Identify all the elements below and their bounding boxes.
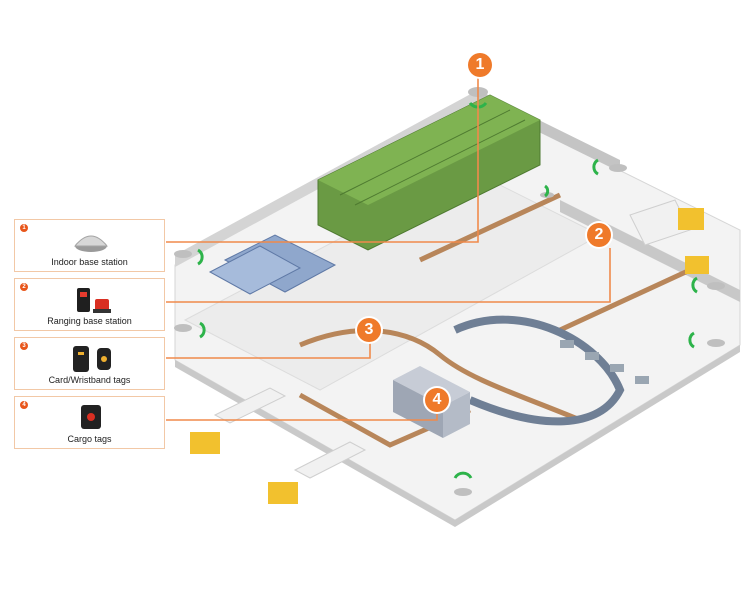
conveyor-right bbox=[558, 267, 692, 333]
truck-left-2 bbox=[268, 441, 367, 504]
truck-right-1 bbox=[629, 199, 704, 246]
callout-3: 3 bbox=[357, 318, 381, 342]
callout-1: 1 bbox=[468, 53, 492, 77]
leader-line-3 bbox=[166, 342, 371, 359]
office-building bbox=[393, 366, 470, 438]
dense-storage-block-2 bbox=[208, 245, 302, 295]
indoor-base-station-icon bbox=[73, 235, 109, 252]
dense-storage bbox=[208, 234, 337, 295]
spiral-sorter bbox=[453, 315, 625, 426]
card-wristband-tag-icon bbox=[73, 346, 111, 372]
conveyor-upper bbox=[418, 192, 562, 263]
legend-label: Card/Wristband tags bbox=[48, 375, 131, 385]
trucks bbox=[190, 199, 709, 504]
ranging-base-station-icon bbox=[77, 288, 111, 313]
legend-item-ranging-base-station: 2 Ranging base station bbox=[14, 278, 165, 331]
base-station-mid bbox=[540, 184, 554, 198]
leader-line-2 bbox=[166, 248, 611, 303]
leader-lines bbox=[166, 78, 611, 421]
base-station-left-2 bbox=[174, 321, 206, 339]
legend-label: Ranging base station bbox=[47, 316, 132, 326]
base-stations bbox=[174, 87, 725, 496]
callout-2: 2 bbox=[587, 223, 611, 247]
legend-number: 3 bbox=[20, 342, 28, 350]
truck-right-2 bbox=[685, 256, 709, 274]
base-station-right-2 bbox=[691, 276, 725, 294]
base-station-right-3 bbox=[688, 331, 725, 349]
legend-label: Cargo tags bbox=[67, 434, 112, 444]
leader-line-4 bbox=[166, 412, 438, 421]
callout-4: 4 bbox=[425, 388, 449, 412]
legend-item-indoor-base-station: 1 Indoor base station bbox=[14, 219, 165, 272]
base-station-bottom bbox=[453, 471, 473, 496]
conveyor-main bbox=[299, 328, 581, 423]
workstations bbox=[560, 340, 649, 384]
base-station-left bbox=[174, 248, 204, 266]
legend-number: 2 bbox=[20, 283, 28, 291]
cargo-tag-icon bbox=[81, 405, 101, 429]
legend-item-card-wristband-tags: 3 Card/Wristband tags bbox=[14, 337, 165, 390]
base-station-right bbox=[592, 158, 627, 176]
legend-number: 1 bbox=[20, 224, 28, 232]
storage-racks bbox=[317, 94, 541, 251]
legend-number: 4 bbox=[20, 401, 28, 409]
legend-item-cargo-tags: 4 Cargo tags bbox=[14, 396, 165, 449]
legend-label: Indoor base station bbox=[51, 257, 128, 267]
leader-line-1 bbox=[166, 78, 479, 243]
